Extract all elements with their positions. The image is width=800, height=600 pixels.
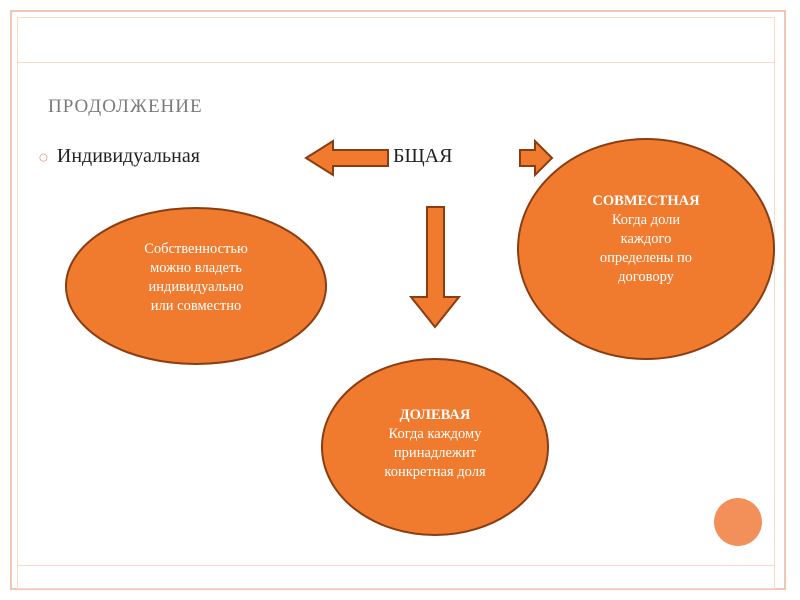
shared-line: конкретная доля: [384, 464, 486, 480]
shared-text: ДОЛЕВАЯ Когда каждому принадлежит конкре…: [335, 406, 535, 482]
bullet-icon: ○: [38, 146, 49, 167]
joint-text: СОВМЕСТНАЯ Когда доли каждого определены…: [536, 192, 756, 287]
bubble-shared: [321, 358, 549, 536]
shared-line: Когда каждому: [388, 426, 482, 442]
outer-frame: [10, 10, 786, 590]
joint-heading: СОВМЕСТНАЯ: [592, 193, 700, 209]
joint-line: определены по: [599, 250, 693, 266]
ownership-text: Собственностью можно владеть индивидуаль…: [86, 240, 306, 316]
arrow-left: [304, 139, 389, 177]
center-word: БЩАЯ: [393, 145, 453, 167]
slide-title: ПРОДОЛЖЕНИЕ: [48, 96, 203, 117]
shared-heading: ДОЛЕВАЯ: [399, 407, 471, 423]
arrow-down: [408, 206, 462, 329]
bottom-rule: [17, 565, 775, 566]
arrow-right: [519, 138, 554, 178]
ownership-line: Собственностью: [144, 241, 248, 257]
ownership-line: или совместно: [150, 298, 242, 314]
inner-frame: [17, 17, 775, 589]
shared-line: принадлежит: [393, 445, 477, 461]
joint-line: каждого: [620, 231, 672, 247]
bullet-item: ○ Индивидуальная: [38, 145, 200, 168]
bullet-text: Индивидуальная: [56, 145, 200, 167]
top-rule: [17, 62, 775, 63]
ownership-line: индивидуально: [148, 279, 244, 295]
joint-line: договору: [618, 269, 674, 285]
bubble-joint: [517, 138, 775, 360]
joint-line: Когда доли: [611, 212, 681, 228]
ownership-line: можно владеть: [150, 260, 242, 276]
bubble-ownership: [65, 207, 327, 365]
accent-dot: [714, 498, 762, 546]
